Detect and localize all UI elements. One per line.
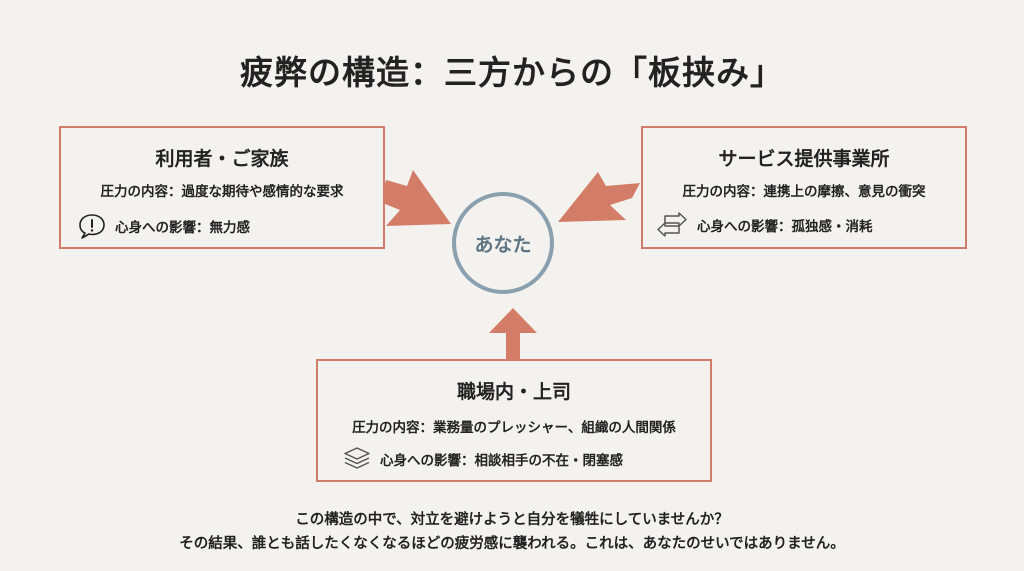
provider-impact-row: 心身への影響：孤独感・消耗	[655, 212, 873, 238]
family-impact: 心身への影響：無力感	[115, 220, 250, 236]
swap-arrows-icon	[657, 212, 687, 237]
family-pressure: 圧力の内容：過度な期待や感情的な要求	[100, 184, 344, 200]
family-impact-row: 心身への影響：無力感	[77, 212, 250, 240]
arrow-family-to-center	[380, 170, 451, 226]
speech-bubble-exclamation-icon	[79, 214, 105, 239]
provider-impact: 心身への影響：孤独感・消耗	[697, 219, 873, 235]
family-box: 利用者・ご家族 圧力の内容：過度な期待や感情的な要求 心身への影響：無力感	[59, 126, 385, 249]
footer-line-1: この構造の中で、対立を避けようと自分を犠牲にしていませんか？	[295, 512, 729, 528]
workplace-box: 職場内・上司 圧力の内容：業務量のプレッシャー、組織の人間関係 心身への影響：相…	[316, 359, 712, 482]
provider-box: サービス提供事業所 圧力の内容：連携上の摩擦、意見の衝突 心身への影響：孤独感・…	[641, 126, 967, 249]
workplace-impact: 心身への影響：相談相手の不在・閉塞感	[380, 453, 623, 469]
workplace-pressure: 圧力の内容：業務量のプレッシャー、組織の人間関係	[352, 420, 676, 436]
provider-pressure: 圧力の内容：連携上の摩擦、意見の衝突	[682, 184, 926, 200]
center-you-circle: あなた	[452, 192, 554, 294]
arrow-provider-to-center	[558, 172, 640, 222]
workplace-heading: 職場内・上司	[456, 381, 571, 403]
footer-line-2: その結果、誰とも話したくなくなるほどの疲労感に襲われる。これは、あなたのせいでは…	[179, 536, 845, 552]
center-you-label: あなた	[474, 233, 532, 256]
workplace-impact-row: 心身への影響：相談相手の不在・閉塞感	[342, 445, 623, 473]
family-heading: 利用者・ご家族	[155, 148, 289, 170]
provider-heading: サービス提供事業所	[718, 148, 890, 170]
layers-stack-icon	[344, 447, 370, 469]
page-title: 疲弊の構造：三方からの「板挟み」	[240, 53, 784, 92]
arrow-workplace-to-center	[489, 308, 537, 359]
